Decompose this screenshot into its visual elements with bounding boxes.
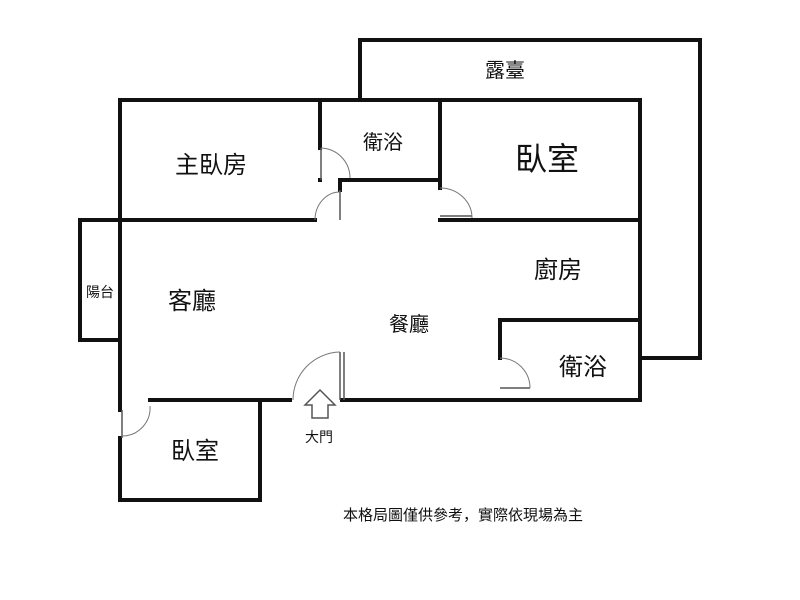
doors bbox=[121, 147, 531, 438]
terrace-label: 露臺 bbox=[485, 58, 525, 82]
disclaimer-text: 本格局圖僅供參考，實際依現場為主 bbox=[343, 506, 584, 524]
kitchen-label: 廚房 bbox=[534, 256, 582, 284]
balcony-label: 陽台 bbox=[86, 285, 114, 301]
bathroom-upper-label: 衛浴 bbox=[363, 130, 403, 154]
bathroom-upper-door bbox=[320, 147, 351, 180]
bedroom-upper-label: 臥室 bbox=[515, 140, 579, 178]
main-entrance-door bbox=[292, 351, 345, 401]
master-bedroom-label: 主臥房 bbox=[175, 151, 247, 179]
lower-bedroom-walls bbox=[118, 398, 262, 502]
interior-walls bbox=[118, 98, 642, 360]
master-bedroom-door bbox=[314, 190, 341, 221]
living-room-label: 客廳 bbox=[168, 287, 216, 315]
exterior-walls bbox=[118, 98, 642, 412]
terrace-walls bbox=[358, 38, 702, 360]
entrance-label: 大門 bbox=[305, 430, 333, 446]
entrance-arrow-icon bbox=[303, 388, 337, 419]
bathroom-lower-label: 衛浴 bbox=[559, 353, 607, 381]
bedroom-lower-door bbox=[121, 405, 151, 438]
dining-room-label: 餐廳 bbox=[389, 312, 429, 336]
bedroom-lower-label: 臥室 bbox=[171, 437, 219, 465]
bathroom-lower-door bbox=[499, 357, 531, 389]
balcony-walls bbox=[78, 218, 122, 342]
bedroom-upper-door bbox=[439, 187, 473, 219]
